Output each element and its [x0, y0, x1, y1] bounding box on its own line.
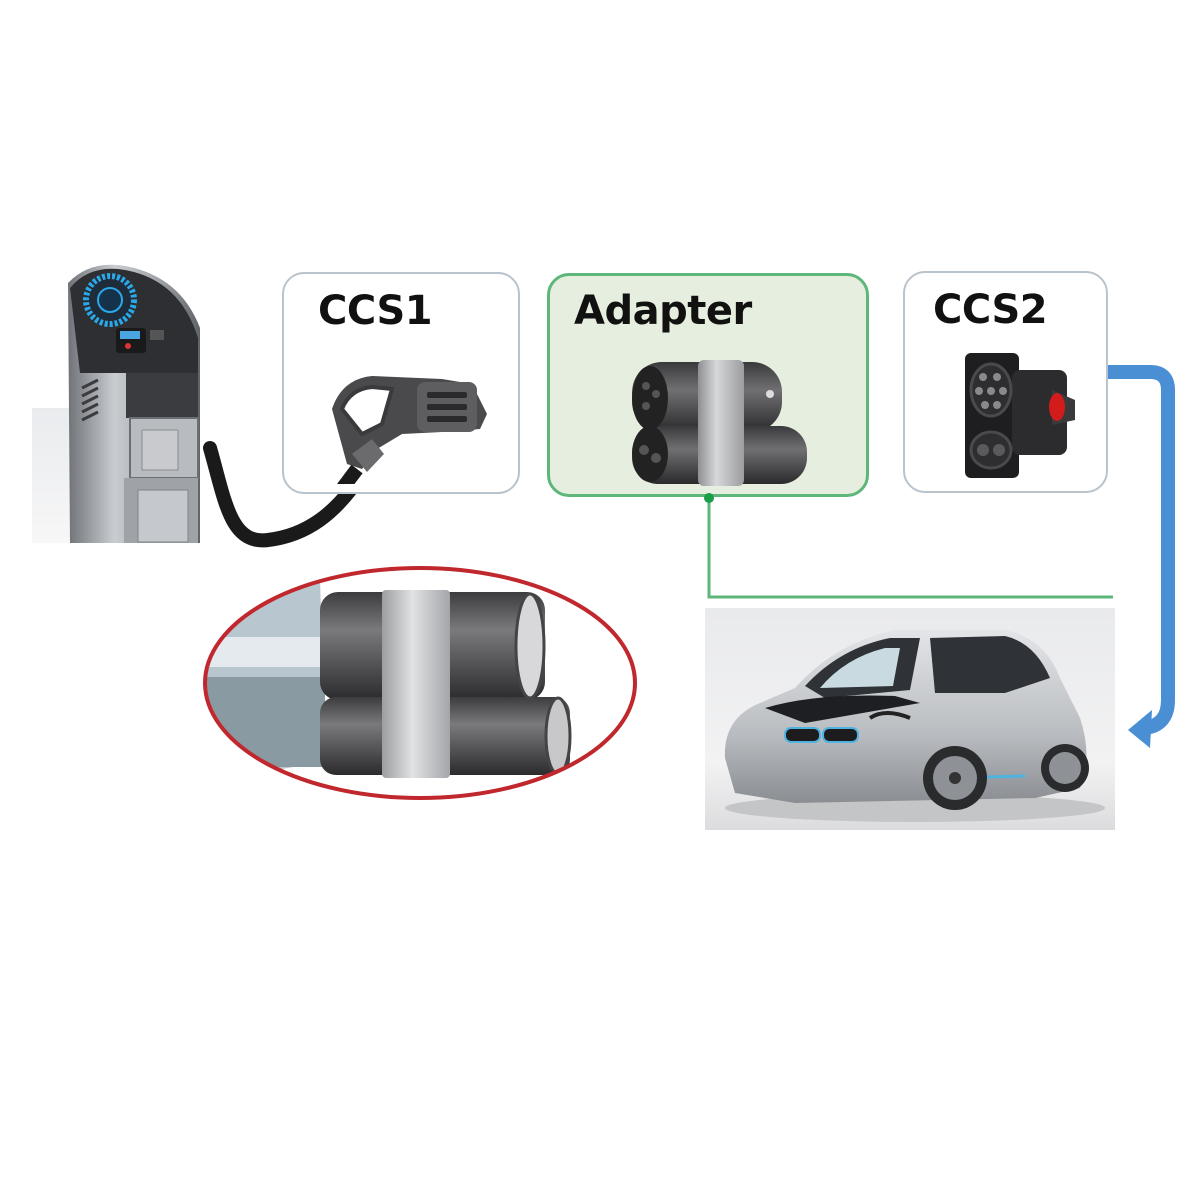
- ccs1-plug-icon: [322, 354, 502, 484]
- charging-station: [30, 258, 210, 548]
- charging-station-icon: [32, 264, 200, 543]
- ccs1-label: CCS1: [318, 288, 433, 334]
- arrow-head-icon: [1128, 710, 1152, 748]
- electric-car-image: [705, 608, 1115, 830]
- car-icon: [724, 630, 1105, 822]
- ccs1-box: CCS1: [282, 272, 520, 494]
- adapter-icon: [620, 354, 820, 494]
- ccs2-box: CCS2: [903, 271, 1108, 493]
- adapter-box: Adapter: [547, 273, 869, 497]
- ccs2-inlet-icon: [957, 345, 1087, 485]
- ccs2-label: CCS2: [933, 287, 1048, 333]
- adapter-closeup-inset: [200, 562, 640, 804]
- adapter-label: Adapter: [574, 288, 752, 334]
